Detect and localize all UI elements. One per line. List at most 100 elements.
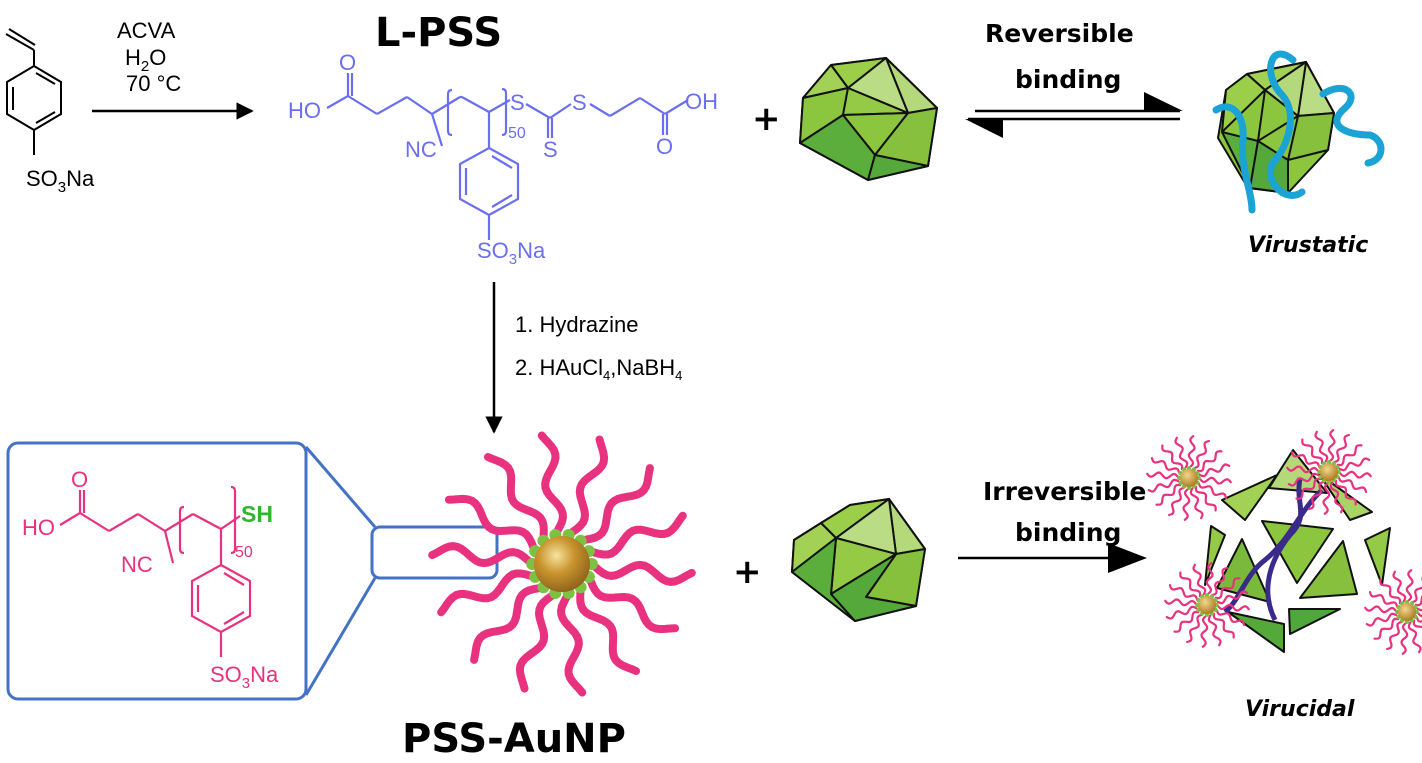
bound-aunp-ligand-arm (1329, 481, 1344, 514)
bound-aunp-gold-core (1398, 603, 1416, 621)
bound-aunp-ligand-arm (1215, 609, 1246, 626)
bound-aunp-ligand-arm (1338, 457, 1371, 472)
step1-temperature: 70 °C (126, 71, 181, 96)
capsid-fragment (1221, 474, 1278, 521)
bound-aunp-ligand-arm (1405, 569, 1414, 602)
inset-atom-labels: HO O NC 50 SO3Na (22, 467, 279, 692)
bound-aunp-gold-core (1180, 469, 1198, 487)
bound-aunp-ligand-arm (1368, 591, 1399, 608)
bound-aunp-ligand-arm (1301, 438, 1324, 465)
irreversible-label-line1: Irreversible (983, 477, 1146, 506)
monomer-sulfonate-label: SO3Na (26, 166, 95, 196)
inset-nc: NC (121, 552, 153, 577)
bound-aunp-ligand-arm (1411, 576, 1422, 604)
irreversible-arrow (958, 543, 1147, 573)
bound-aunp (1146, 435, 1232, 521)
polymer-strand (1319, 85, 1385, 167)
aunp-ligand-arm (587, 577, 680, 634)
bound-aunp-ligand-arm (1400, 622, 1409, 655)
step1-reagent: ACVA (117, 18, 176, 43)
inset-repeat: 50 (235, 544, 253, 561)
lpss-structure (326, 73, 689, 240)
aunp-ligand-arm (428, 542, 533, 568)
bound-aunp-ligand-arm (1179, 571, 1202, 598)
aunp-ligand-arm (444, 494, 537, 551)
bound-aunp-gold-core (1320, 463, 1338, 481)
bound-aunp-ligand-arm (1182, 488, 1191, 521)
lpss-atom-labels: HO O NC 50 S S S OH O SO3Na (288, 50, 718, 268)
bound-aunp-ligand-arm (1214, 577, 1241, 600)
lpss-o1: O (339, 50, 356, 75)
lpss-oh: OH (685, 89, 718, 114)
aunp-ligand-arm (591, 560, 696, 586)
bound-aunp-ligand-arm (1155, 483, 1182, 506)
bound-aunp-ligand-arm (1192, 563, 1207, 596)
bound-aunp-ligand-arm (1198, 463, 1231, 478)
inset-o: O (71, 467, 88, 492)
aunp-ligand-arm (568, 435, 609, 536)
bound-aunp-ligand-arm (1211, 566, 1228, 597)
bound-aunp-ligand-arm (1414, 595, 1422, 607)
lpss-o2: O (656, 134, 673, 159)
bound-aunp-ligand-arm (1216, 590, 1249, 605)
bound-aunp-ligand-arm (1392, 570, 1407, 603)
bound-aunp-ligand-arm (1339, 470, 1372, 479)
inset-ho: HO (22, 515, 55, 540)
bound-aunp-ligand-arm (1161, 444, 1184, 471)
bound-aunp-ligand-arm (1364, 605, 1397, 614)
virus-bound-reversible (1212, 50, 1385, 214)
bound-aunp-ligand-arm (1308, 480, 1325, 511)
bound-aunp-ligand-arm (1407, 621, 1422, 654)
bound-aunp-ligand-arm (1187, 435, 1196, 468)
pss-aunp-title: PSS-AuNP (402, 716, 626, 762)
bound-aunp-ligand-arm (1415, 616, 1422, 623)
bound-aunp-ligand-arm (1336, 444, 1363, 467)
aunp-ligand-arm (537, 431, 567, 535)
bound-aunp-ligand-arm (1365, 612, 1398, 627)
plus-sign-bottom: + (733, 552, 762, 592)
aunp-ligand-arm (484, 453, 548, 540)
bound-aunp-ligand-arm (1194, 485, 1217, 512)
plus-sign-top: + (752, 99, 781, 139)
aunp-ligand-arm (590, 511, 687, 559)
capsid-fragment (1288, 608, 1341, 635)
bound-aunp-ligand-arm (1379, 578, 1402, 605)
bound-aunp-ligand-arm (1199, 476, 1232, 485)
bound-aunp-ligand-arm (1207, 614, 1222, 647)
lpss-sulfonate: SO3Na (477, 238, 546, 268)
bound-aunp-ligand-arm (1150, 457, 1181, 474)
monomer-structure (5, 28, 62, 155)
bound-aunp-ligand-arm (1146, 471, 1179, 480)
irreversible-label-line2: binding (1015, 518, 1121, 547)
bound-aunp-ligand-arm (1290, 451, 1321, 468)
aunp-ligand-arm (576, 588, 640, 675)
pss-aunp-particle (428, 431, 696, 697)
bound-aunp-ligand-arm (1322, 482, 1331, 515)
step2-line2: 2. HAuCl4,NaBH4 (515, 355, 682, 383)
polymer-strand (1212, 103, 1256, 214)
equilibrium-arrows (965, 92, 1183, 138)
bound-aunp-ligand-arm (1386, 620, 1403, 651)
lpss-repeat: 50 (508, 125, 526, 142)
capsid-fragment (1299, 540, 1358, 599)
bound-aunp-ligand-arm (1287, 472, 1320, 487)
step2-line1: 1. Hydrazine (515, 312, 639, 337)
bound-aunp-ligand-arm (1164, 598, 1197, 607)
inset-highlight-rect (370, 525, 499, 580)
virus-disrupted (1146, 429, 1422, 655)
inset-thiol-sh: SH (241, 501, 273, 527)
lpss-ho: HO (288, 98, 321, 123)
inset-sulfonate: SO3Na (210, 662, 279, 692)
bound-aunp-ligand-arm (1333, 433, 1350, 464)
bound-aunp (1286, 429, 1372, 515)
bound-aunp-ligand-arm (1197, 482, 1228, 499)
lpss-title: L-PSS (375, 10, 502, 56)
bound-aunp-ligand-arm (1334, 479, 1357, 506)
virucidal-label: Virucidal (1245, 697, 1355, 722)
aunp-ligand-arm (557, 593, 587, 697)
bound-aunp-ligand-arm (1173, 610, 1200, 633)
virus-capsid-bottom (791, 498, 926, 622)
polymer-strand (1266, 50, 1306, 199)
aunp-ligand-arm (437, 569, 534, 617)
